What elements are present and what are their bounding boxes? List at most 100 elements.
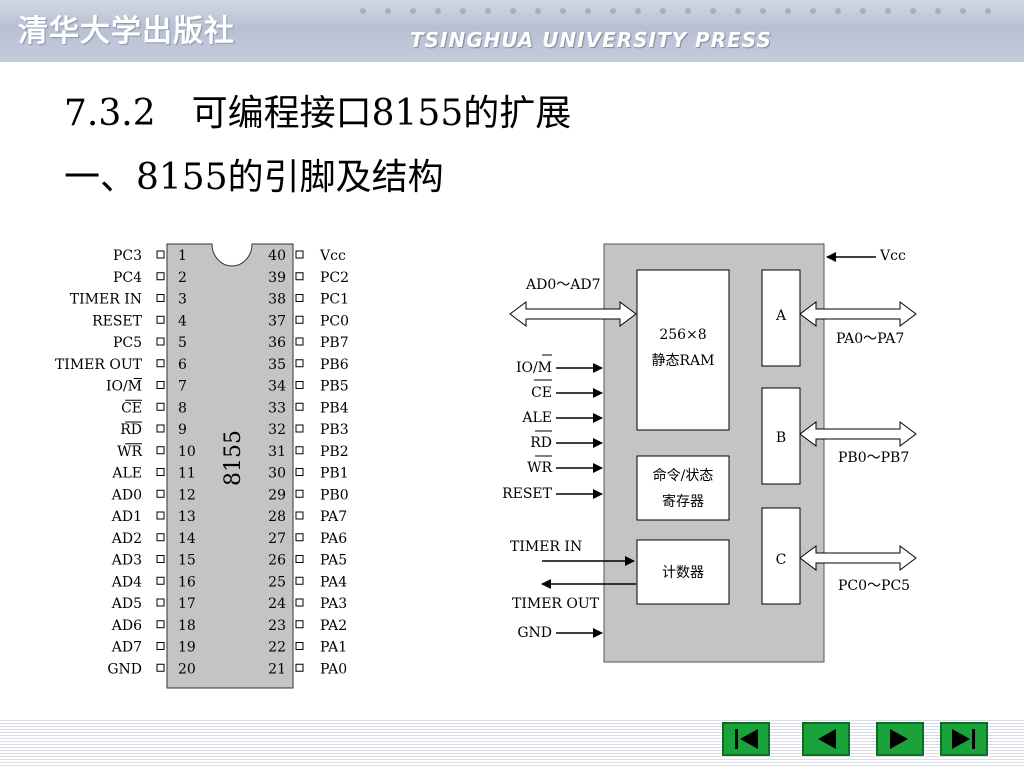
pin-name: PA4 <box>320 574 347 590</box>
pin-stub <box>156 402 165 411</box>
pin-name: PC4 <box>113 270 142 286</box>
decorative-dot <box>360 8 366 14</box>
pin-name: AD2 <box>111 531 142 547</box>
header-banner: 清华大学出版社 TSINGHUA UNIVERSITY PRESS <box>0 0 1024 62</box>
pin-stub <box>295 446 304 455</box>
pin-number: 11 <box>178 466 196 482</box>
pin-stub <box>156 337 165 346</box>
pin-stub <box>295 359 304 368</box>
pin-number: 4 <box>178 313 187 329</box>
ram-block <box>636 269 730 431</box>
chip-body <box>166 243 294 689</box>
pin-number: 10 <box>178 444 196 460</box>
next-page-button[interactable] <box>876 722 924 756</box>
decorative-dot <box>660 8 666 14</box>
first-page-button[interactable] <box>722 722 770 756</box>
port-a-label: A <box>775 308 787 324</box>
pin-stub <box>295 511 304 520</box>
pin-stub <box>295 272 304 281</box>
pin-stub <box>295 381 304 389</box>
pin-number: 32 <box>268 422 286 438</box>
pin-name: ALE <box>111 466 142 482</box>
command-status-register <box>636 455 730 521</box>
pin-stub <box>156 598 165 607</box>
ram-size-label: 256×8 <box>659 327 706 343</box>
pin-name: PB6 <box>320 357 349 373</box>
pin-name: Vcc <box>319 248 346 264</box>
pin-number: 36 <box>268 335 286 351</box>
decorative-dot <box>560 8 566 14</box>
pin-stub <box>295 533 304 542</box>
last-page-button[interactable] <box>940 722 988 756</box>
pin-name: WR <box>117 444 142 460</box>
pin-stub <box>156 533 165 542</box>
decorative-dot <box>935 8 941 14</box>
pin-number: 19 <box>178 640 196 656</box>
footer-band <box>0 718 1024 768</box>
pin-stub <box>156 250 165 259</box>
previous-page-icon <box>818 729 836 749</box>
pin-name: PB0 <box>320 487 349 503</box>
decorative-dot <box>885 8 891 14</box>
pb-label: PB0～PB7 <box>838 450 909 466</box>
pin-stub <box>156 620 165 629</box>
pin-stub <box>156 294 165 302</box>
ad-bus-arrow <box>509 301 637 327</box>
pin-number: 26 <box>268 553 286 569</box>
counter-label: 计数器 <box>662 565 704 581</box>
pin-number: 7 <box>178 379 187 395</box>
pa-label: PA0～PA7 <box>836 331 904 347</box>
publisher-logo: 清华大学出版社 <box>18 14 235 49</box>
pin-name: PA6 <box>320 531 347 547</box>
pin-stub <box>295 663 304 672</box>
pin-number: 25 <box>268 574 286 590</box>
decorative-dot <box>610 8 616 14</box>
pin-stub <box>156 489 165 498</box>
decorative-dot <box>810 8 816 14</box>
vcc-label: Vcc <box>879 248 906 264</box>
decorative-dot <box>735 8 741 14</box>
pin-number: 22 <box>268 640 286 656</box>
pin-stub <box>295 489 304 498</box>
pin-number: 29 <box>268 487 286 503</box>
pin-number: 16 <box>178 574 196 590</box>
pin-name: PC2 <box>320 270 349 286</box>
pin-stub <box>295 250 304 259</box>
pin-number: 6 <box>178 357 187 373</box>
reset-label: RESET <box>502 486 553 502</box>
pin-name: TIMER OUT <box>55 357 143 373</box>
pin-stub <box>156 511 165 520</box>
pin-name: PA1 <box>320 640 347 656</box>
pin-name: PB3 <box>320 422 349 438</box>
decorative-dot <box>510 8 516 14</box>
pin-number: 14 <box>178 531 196 547</box>
pin-stub <box>295 424 304 433</box>
decorative-dot <box>460 8 466 14</box>
pin-stub <box>295 468 304 476</box>
pin-name: PA2 <box>320 618 347 634</box>
pin-number: 18 <box>178 618 196 634</box>
port-c-block <box>761 507 801 605</box>
previous-page-button[interactable] <box>802 722 850 756</box>
pin-stub <box>295 315 304 324</box>
ce-label: CE <box>531 385 552 401</box>
port-c-bus-arrow <box>799 545 917 571</box>
next-page-icon <box>890 729 908 749</box>
block-diagram: Vcc 256×8 静态RAM 命令/状态 寄存器 计数器 A B C AD0～… <box>502 243 917 663</box>
gnd-label: GND <box>517 625 552 641</box>
pin-number: 2 <box>178 270 187 286</box>
pin-name: GND <box>107 661 142 677</box>
pin-number: 40 <box>268 248 286 264</box>
pin-name: PA5 <box>320 553 347 569</box>
ram-type-label: 静态RAM <box>652 353 715 369</box>
decorative-dot <box>435 8 441 14</box>
pin-name: RESET <box>92 313 143 329</box>
port-b-label: B <box>776 430 786 446</box>
pin-number: 37 <box>268 313 286 329</box>
pin-stub <box>156 663 165 672</box>
decorative-dot <box>410 8 416 14</box>
pin-number: 5 <box>178 335 187 351</box>
pin-stub <box>156 424 165 433</box>
pin-name: AD5 <box>111 596 142 612</box>
